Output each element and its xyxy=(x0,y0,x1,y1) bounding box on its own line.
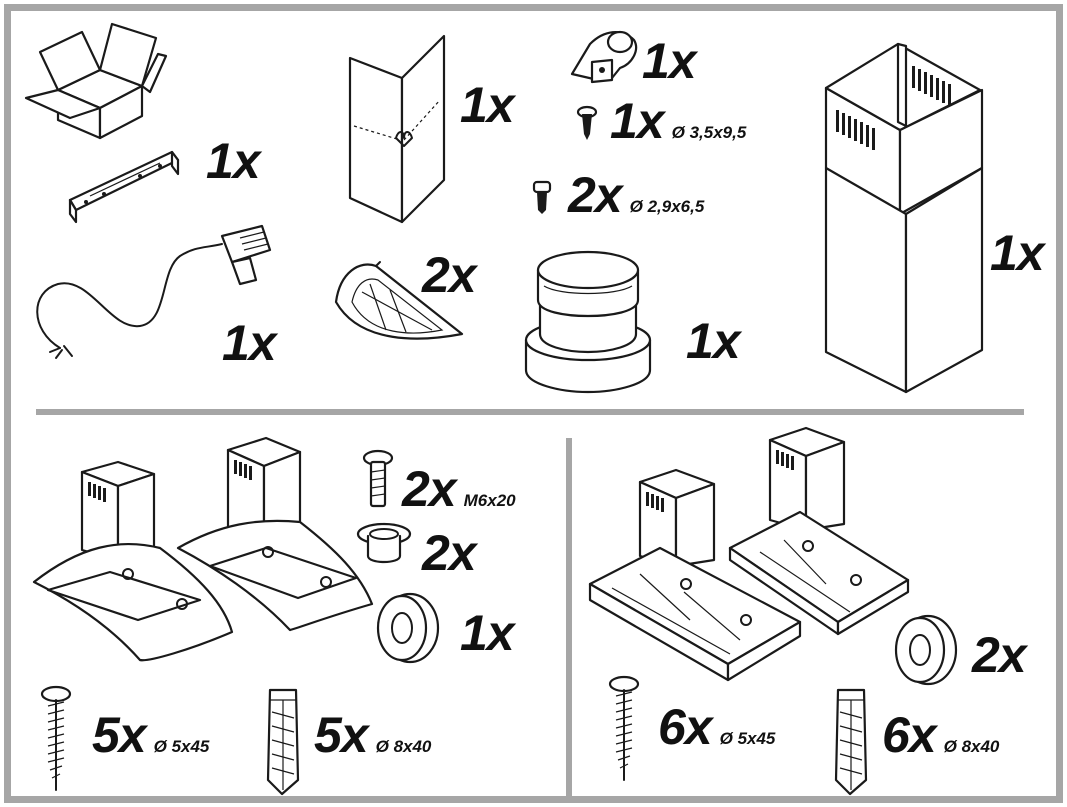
dimension-label: Ø 8x40 xyxy=(375,737,432,756)
qty-value: 1x xyxy=(460,77,515,133)
qty-value: 1x xyxy=(990,225,1045,281)
qty-value: 6x xyxy=(882,707,937,763)
duct-adapter-icon xyxy=(524,250,652,394)
clip-quantity: 1x xyxy=(642,33,697,89)
diagram-frame xyxy=(4,4,1063,803)
qty-value: 1x xyxy=(686,313,741,369)
screw-b-quantity: 2x Ø 2,9x6,5 xyxy=(568,170,704,220)
qty-value: 2x xyxy=(422,525,477,581)
dimension-label: M6x20 xyxy=(463,491,516,510)
screw-a-quantity: 1x Ø 3,5x9,5 xyxy=(610,96,746,146)
bushing-icon xyxy=(356,522,412,564)
washer-icon xyxy=(376,592,440,664)
short-screw-icon xyxy=(532,180,552,214)
washer-left-quantity: 1x xyxy=(460,605,515,661)
small-screw-icon xyxy=(576,105,598,140)
flaps-quantity: 2x xyxy=(422,247,477,303)
wood-screw-icon xyxy=(40,685,72,791)
washer-icon xyxy=(894,614,958,686)
dimension-label: Ø 8x40 xyxy=(943,737,1000,756)
qty-value: 1x xyxy=(642,33,697,89)
qty-value: 5x xyxy=(92,707,147,763)
horizontal-divider xyxy=(36,409,1024,415)
bushing-quantity: 2x xyxy=(422,525,477,581)
box-hood-models-right xyxy=(588,426,910,682)
template-quantity: 1x xyxy=(460,77,515,133)
screw-right-quantity: 6x Ø 5x45 xyxy=(658,702,775,752)
qty-value: 6x xyxy=(658,699,713,755)
check-valve-flap-icon xyxy=(334,261,464,340)
qty-value: 5x xyxy=(314,707,369,763)
chimney-clip-icon xyxy=(570,30,638,84)
wood-screw-icon xyxy=(608,675,640,781)
screw-left-quantity: 5x Ø 5x45 xyxy=(92,710,209,760)
qty-value: 1x xyxy=(206,133,261,189)
dowel-right-quantity: 6x Ø 8x40 xyxy=(882,710,999,760)
chimney-quantity: 1x xyxy=(990,225,1045,281)
dowel-left-quantity: 5x Ø 8x40 xyxy=(314,710,431,760)
cable-quantity: 1x xyxy=(222,315,277,371)
dimension-label: Ø 5x45 xyxy=(719,729,776,748)
qty-value: 1x xyxy=(460,605,515,661)
chimney-icon xyxy=(824,42,984,394)
qty-value: 2x xyxy=(422,247,477,303)
dimension-label: Ø 3,5x9,5 xyxy=(671,123,747,142)
qty-value: 2x xyxy=(972,627,1027,683)
qty-value: 2x xyxy=(568,167,623,223)
wall-plug-icon xyxy=(266,688,300,796)
glass-hood-models-left xyxy=(32,436,374,662)
cardboard-box-icon xyxy=(24,22,168,140)
qty-value: 1x xyxy=(610,93,665,149)
qty-value: 2x xyxy=(402,461,457,517)
bracket-quantity: 1x xyxy=(206,133,261,189)
bolt-icon xyxy=(362,449,394,508)
washer-right-quantity: 2x xyxy=(972,627,1027,683)
adapter-quantity: 1x xyxy=(686,313,741,369)
mounting-bracket-icon xyxy=(68,150,180,224)
dimension-label: Ø 5x45 xyxy=(153,737,210,756)
paper-template-icon xyxy=(348,34,446,224)
power-cable-icon xyxy=(36,224,272,359)
vertical-divider xyxy=(566,438,572,796)
wall-plug-icon xyxy=(834,688,868,796)
dimension-label: Ø 2,9x6,5 xyxy=(629,197,705,216)
qty-value: 1x xyxy=(222,315,277,371)
